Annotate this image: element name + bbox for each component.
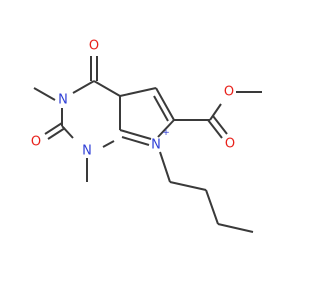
bond-n1-c7a: [102, 140, 115, 148]
bond-butyl-c1-c2: [169, 181, 207, 191]
bond-c6-n7: [157, 119, 175, 138]
bond-n7-c7a-b: [121, 136, 150, 146]
nitrogen-atom-n3: N: [58, 93, 68, 108]
bond-c4a-c5: [119, 87, 157, 97]
oxygen-atom-ester-carbonyl: O: [225, 137, 235, 152]
atom-label-layer: O O N N N + O O: [31, 39, 235, 159]
bond-c4-c4a: [93, 80, 121, 97]
molecule-structure-diagram: O O N N N + O O: [31, 39, 262, 233]
bond-n3-methyl: [33, 87, 56, 101]
bond-ester-c-oether: [209, 103, 222, 121]
bond-butyl-c2-c3: [205, 189, 219, 225]
bond-c5-c6-b: [153, 95, 169, 122]
bond-layer: [33, 56, 262, 233]
bond-ester-co-b: [212, 115, 228, 135]
bond-c2-o-a: [44, 122, 63, 135]
bond-ester-co-a: [207, 119, 223, 139]
bond-c2-o-b: [47, 127, 66, 140]
nitrogen-atom-pyrrole: N: [151, 138, 161, 153]
bond-c5-c6-a: [155, 87, 175, 121]
oxygen-atom-ester-ether: O: [224, 85, 234, 100]
nitrogen-atom-n1: N: [82, 144, 92, 159]
positive-charge-sign: +: [162, 128, 170, 138]
bond-butyl-c3-c4: [217, 223, 254, 233]
oxygen-atom-c4-carbonyl: O: [89, 39, 99, 54]
bond-c4-n3: [72, 80, 95, 94]
oxygen-atom-c2-carbonyl: O: [31, 135, 41, 150]
bond-n7-butyl-c1: [159, 151, 171, 183]
bond-n7-c7a-a: [119, 129, 152, 140]
